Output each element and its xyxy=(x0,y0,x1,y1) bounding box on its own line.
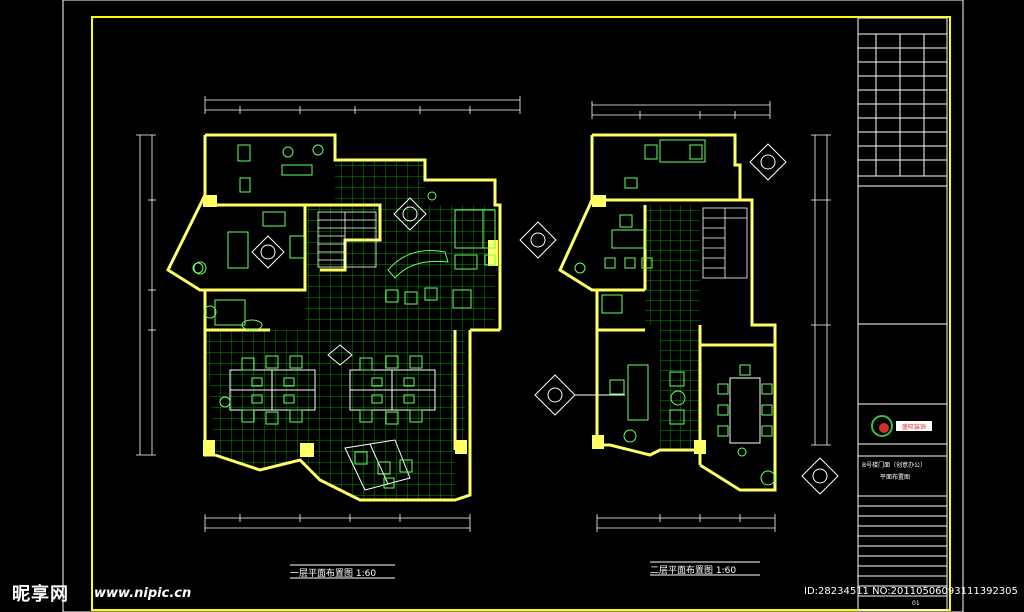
first-floor-tiles-upper xyxy=(305,205,495,330)
plant-icon xyxy=(192,191,437,408)
elevation-marker-icon xyxy=(251,197,427,366)
workstation-cluster-right xyxy=(349,355,436,425)
workstation-cluster-left xyxy=(229,355,316,425)
project-name: B号楼门面（创意办公） xyxy=(862,462,927,469)
sheet-number: 01 xyxy=(912,600,920,607)
title-block xyxy=(857,17,948,611)
company-logo-icon xyxy=(871,415,932,437)
outer-frame xyxy=(62,0,964,612)
drawing-border xyxy=(91,16,951,611)
watermark-id: ID:28234511 NO:20110506093111392305 xyxy=(804,586,1018,597)
workstation-cluster-bottom xyxy=(344,439,413,491)
second-floor-plan xyxy=(519,101,839,576)
meeting-table xyxy=(717,364,776,486)
sheet-name: 平面布置图 xyxy=(880,474,911,481)
second-floor-plan-title: 二层平面布置图 1:60 xyxy=(650,566,737,576)
watermark-url: www.nipic.cn xyxy=(94,586,192,601)
company-name: 盛旺装饰 xyxy=(902,424,927,431)
first-floor-tiles xyxy=(205,330,465,500)
first-floor-plan-title: 一层平面布置图 1:60 xyxy=(290,569,377,579)
first-floor-plan xyxy=(136,96,521,579)
watermark-logo: 昵享网 xyxy=(12,584,69,605)
elevation-marker-icon xyxy=(519,143,839,495)
